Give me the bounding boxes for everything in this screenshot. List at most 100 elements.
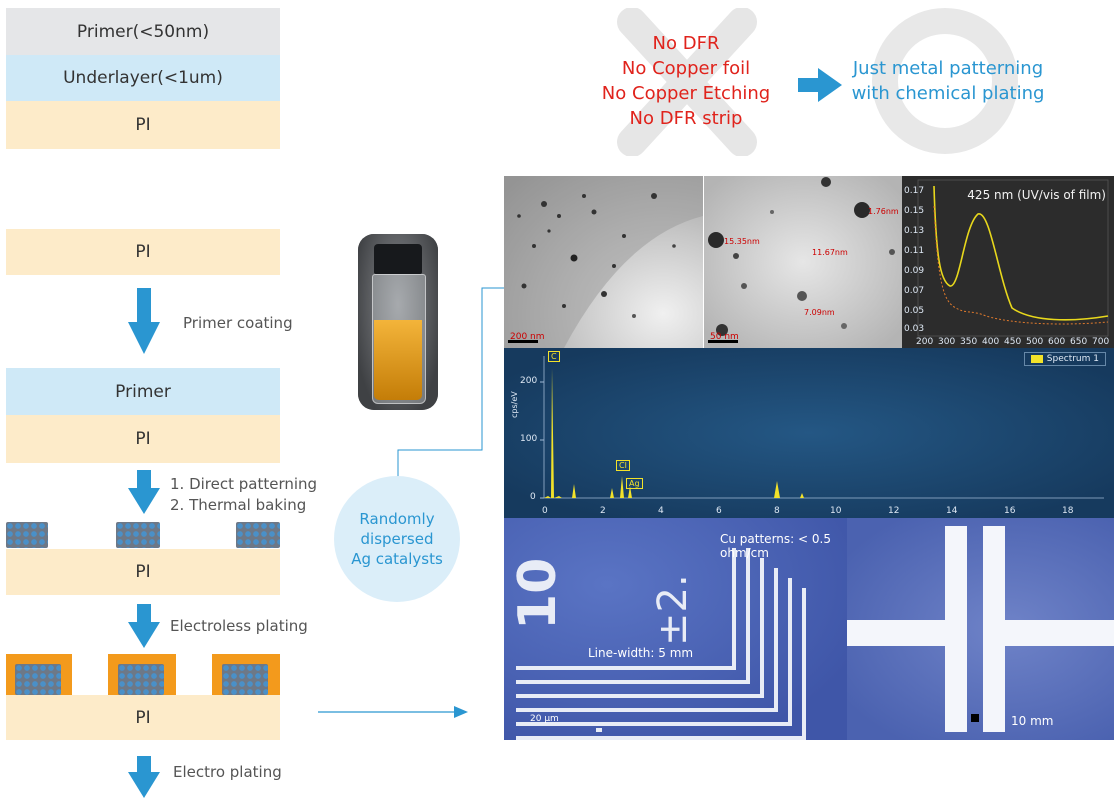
catalyst-pattern	[6, 522, 48, 548]
pi-step2: PI	[6, 415, 280, 463]
vial-photo	[358, 234, 438, 410]
pi-step3: PI	[6, 549, 280, 595]
right-arrow-icon	[798, 68, 842, 102]
tem-size-7: 7.09nm	[804, 308, 835, 317]
uvvis-xtick: 400	[982, 337, 1000, 347]
uvvis-xtick: 600	[1048, 337, 1066, 347]
uvvis-xtick: 200	[916, 337, 934, 347]
eds-ytick: 100	[520, 434, 538, 444]
eds-peak-ag: Ag	[626, 478, 643, 489]
eds-xtick: 8	[774, 506, 780, 516]
no-list: No DFR No Copper foil No Copper Etching …	[596, 31, 776, 131]
uvvis-ytick: 0.05	[904, 306, 925, 316]
eds-xtick: 18	[1062, 506, 1074, 516]
cross-icon	[617, 8, 757, 156]
cu-pattern-image: 10 ±2. Line-width: 5 mm Cu patterns: < 0…	[504, 518, 847, 740]
uvvis-curves	[917, 179, 1109, 337]
uvvis-ytick: 0.03	[904, 324, 925, 334]
eds-ytick: 200	[520, 376, 538, 386]
circle-icon	[872, 8, 1018, 154]
eds-spectrum: C Cl Ag Spectrum 1 cps/eV 200 100 0 0 2 …	[504, 348, 1114, 518]
no-copper-etching: No Copper Etching	[601, 83, 771, 104]
cross-horizontal-left	[847, 620, 945, 646]
eds-xtick: 4	[658, 506, 664, 516]
eds-xtick: 2	[600, 506, 606, 516]
step-thermal-baking: 2. Thermal baking	[170, 496, 307, 514]
eds-spectrum-plot	[540, 356, 1104, 499]
line-width-label: Line-width: 5 mm	[588, 646, 694, 660]
tem-image-low-mag: 200 nm	[504, 176, 703, 348]
catalyst-pattern	[15, 664, 61, 695]
size-10mm-label: 10 mm	[1011, 714, 1054, 728]
eds-peak-cl: Cl	[616, 460, 630, 471]
primer-step2-label: Primer	[115, 381, 171, 402]
pi-step4: PI	[6, 695, 280, 740]
tem-scale-200nm: 200 nm	[510, 332, 545, 342]
right-arrow-icon	[318, 706, 468, 718]
pi-step1: PI	[6, 229, 280, 275]
eds-peak-c: C	[548, 351, 560, 362]
vial-liquid	[374, 320, 422, 400]
uvvis-plot: 425 nm (UV/vis of film) 0.17 0.15 0.13 0…	[902, 176, 1114, 348]
down-arrow-icon	[128, 604, 160, 648]
eds-xtick: 6	[716, 506, 722, 516]
step-electro-plating: Electro plating	[173, 763, 282, 781]
tem-scale-50nm: 50 nm	[710, 332, 739, 342]
tem-particles	[504, 176, 703, 348]
eds-legend-label: Spectrum 1	[1046, 354, 1099, 364]
uvvis-xtick: 450	[1004, 337, 1022, 347]
pi-layer-top-label: PI	[135, 115, 151, 135]
eds-ytick: 0	[530, 492, 536, 502]
eds-xtick: 12	[888, 506, 900, 516]
tem-size-1: 1.76nm	[868, 207, 899, 216]
no-dfr: No DFR	[652, 33, 720, 54]
uvvis-ytick: 0.11	[904, 246, 925, 256]
primer-layer: Primer(<50nm)	[6, 8, 280, 55]
catalyst-pattern	[116, 522, 160, 548]
down-arrow-icon	[128, 756, 160, 798]
pattern-plusminus: ±2.	[650, 574, 696, 646]
pi-layer-top: PI	[6, 101, 280, 149]
uvvis-xtick: 350	[960, 337, 978, 347]
step-direct-patterning: 1. Direct patterning	[170, 475, 318, 493]
pi-step3-label: PI	[135, 562, 151, 582]
pi-step4-label: PI	[135, 707, 151, 728]
uvvis-ytick: 0.09	[904, 266, 925, 276]
underlayer-layer-label: Underlayer(<1um)	[63, 68, 223, 88]
yes-line1: Just metal patterning	[852, 58, 1044, 79]
uvvis-xtick: 500	[1026, 337, 1044, 347]
yes-line2: with chemical plating	[851, 83, 1045, 104]
catalyst-pattern	[236, 522, 280, 548]
yes-text: Just metal patterning with chemical plat…	[848, 56, 1048, 106]
eds-xtick: 16	[1004, 506, 1016, 516]
tem-size-11: 11.67nm	[812, 248, 848, 257]
uvvis-xtick: 700	[1092, 337, 1110, 347]
down-arrow-icon	[128, 470, 160, 514]
scale-mark	[971, 714, 979, 722]
eds-xtick: 0	[542, 506, 548, 516]
no-copper-foil: No Copper foil	[621, 58, 751, 79]
tem-particles-hi	[708, 177, 895, 343]
tem-image-high-mag: 15.35nm 11.67nm 7.09nm 1.76nm 50 nm	[704, 176, 902, 348]
step-electroless-plating: Electroless plating	[170, 617, 308, 635]
pi-step1-label: PI	[135, 242, 151, 262]
scale-20um-label: 20 µm	[530, 714, 559, 724]
catalyst-line2: dispersed	[360, 530, 434, 548]
uvvis-title: 425 nm (UV/vis of film)	[967, 188, 1106, 202]
cu-pattern-lines	[516, 548, 806, 740]
cross-vertical-1	[945, 526, 967, 732]
catalyst-line3: Ag catalysts	[351, 550, 443, 568]
eds-legend: Spectrum 1	[1023, 352, 1106, 366]
pi-step2-label: PI	[135, 429, 151, 449]
tem-size-15: 15.35nm	[724, 237, 760, 246]
step-primer-coating: Primer coating	[183, 314, 293, 332]
vial-cap	[374, 244, 422, 274]
eds-legend-swatch	[1030, 355, 1043, 363]
primer-layer-label: Primer(<50nm)	[76, 21, 210, 42]
uvvis-ytick: 0.17	[904, 186, 925, 196]
down-arrow-icon	[128, 288, 160, 354]
resistance-label: Cu patterns: < 0.5 ohm/cm	[720, 532, 831, 560]
underlayer-layer: Underlayer(<1um)	[6, 55, 280, 101]
cross-horizontal-right	[1005, 620, 1114, 646]
catalyst-bubble: Randomly dispersed Ag catalysts	[334, 476, 460, 602]
